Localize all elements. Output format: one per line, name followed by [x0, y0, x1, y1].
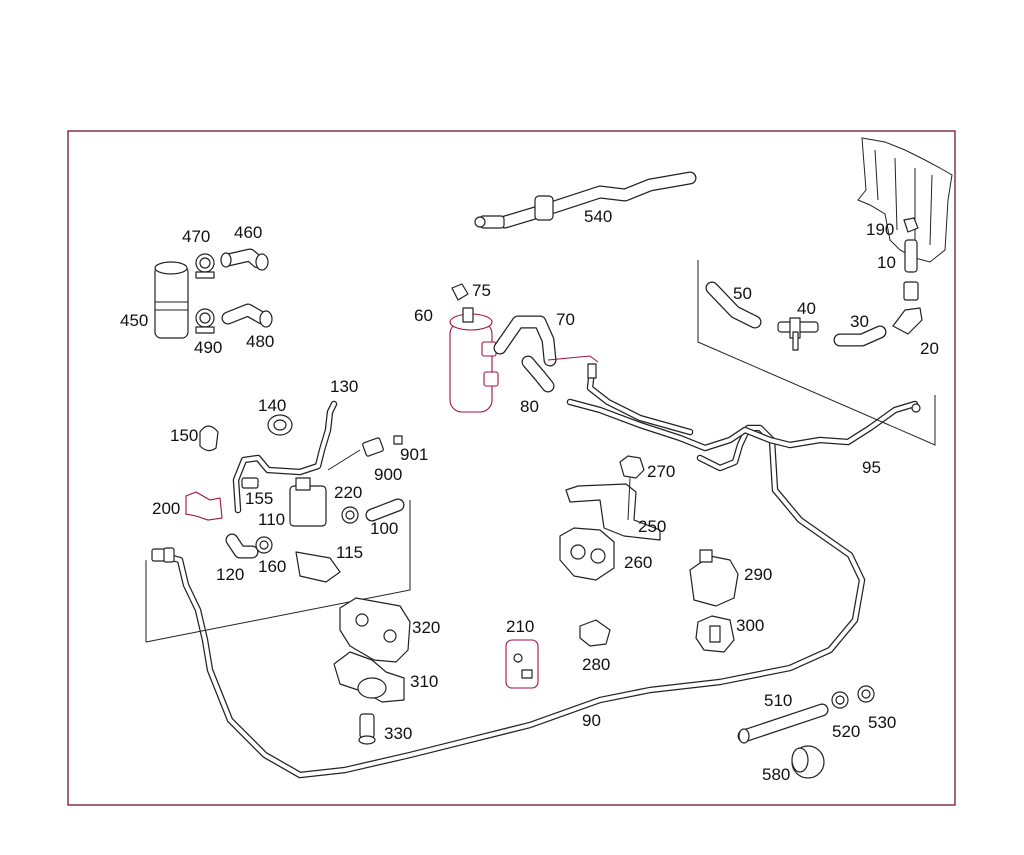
part-label-530: 530: [868, 713, 896, 732]
connector-210: [505, 639, 539, 689]
nut-270: [619, 455, 645, 521]
part-label-50: 50: [733, 284, 752, 303]
part-label-330: 330: [384, 724, 412, 743]
part-label-510: 510: [764, 691, 792, 710]
part-label-100: 100: [370, 519, 398, 538]
bolt-330: [358, 713, 376, 745]
part-label-140: 140: [258, 396, 286, 415]
part-label-490: 490: [194, 338, 222, 357]
part-label-40: 40: [797, 299, 816, 318]
part-label-110: 110: [258, 510, 285, 529]
part-label-260: 260: [624, 553, 652, 572]
part-label-120: 120: [216, 565, 244, 584]
part-label-95: 95: [862, 458, 881, 477]
diagram-frame: [67, 130, 956, 806]
part-label-450: 450: [120, 311, 148, 330]
part-label-20: 20: [920, 339, 939, 358]
part-label-290: 290: [744, 565, 772, 584]
inset-10-50: [697, 217, 936, 446]
part-label-540: 540: [584, 207, 612, 226]
part-labels: 10 20 30 40 50 60 70 75 80 90 95 100 110 115 120 130 140…: [120, 207, 939, 784]
hose-540: [474, 171, 697, 229]
pipe-90: [151, 424, 866, 779]
part-label-150: 150: [170, 426, 198, 445]
part-label-310: 310: [410, 672, 438, 691]
clamp-520: [831, 691, 849, 709]
part-label-210: 210: [506, 617, 534, 636]
clip-280: [579, 619, 611, 647]
pipe-95: [566, 363, 921, 452]
part-label-460: 460: [234, 223, 262, 242]
part-label-160: 160: [258, 557, 286, 576]
part-label-300: 300: [736, 616, 764, 635]
part-label-580: 580: [762, 765, 790, 784]
inset-100-901: [145, 400, 411, 643]
engine-block-outline: [857, 137, 953, 263]
hose-70: [493, 315, 557, 367]
part-label-70: 70: [556, 310, 575, 329]
part-label-75: 75: [472, 281, 491, 300]
clamp-530: [857, 685, 875, 703]
elbow-460: [220, 248, 269, 271]
part-label-901: 901: [400, 445, 428, 464]
part-label-200: 200: [152, 499, 180, 518]
accumulator-60: [449, 307, 499, 413]
grommet-580: [791, 745, 825, 779]
mount-290: [689, 549, 739, 607]
receiver-drier-450: [154, 261, 189, 339]
part-label-190: 190: [866, 220, 894, 239]
part-label-155: 155: [245, 489, 273, 508]
part-label-280: 280: [582, 655, 610, 674]
bracket-250: [565, 483, 661, 541]
mount-300: [695, 615, 735, 653]
part-label-220: 220: [334, 483, 362, 502]
part-label-250: 250: [638, 517, 666, 536]
elbow-480: [221, 303, 273, 328]
part-label-10: 10: [877, 253, 896, 272]
part-label-80: 80: [520, 397, 539, 416]
part-label-470: 470: [182, 227, 210, 246]
part-label-520: 520: [832, 722, 860, 741]
fitting-75: [451, 283, 469, 301]
bracket-310: [333, 651, 405, 703]
clamp-470: [195, 253, 215, 279]
clip-320: [339, 597, 411, 663]
leader-70-80: [547, 355, 599, 363]
part-label-320: 320: [412, 618, 440, 637]
clamp-490: [195, 308, 215, 334]
hose-510: [737, 703, 829, 744]
part-label-115: 115: [336, 543, 363, 562]
part-label-270: 270: [647, 462, 675, 481]
part-label-130: 130: [330, 377, 358, 396]
part-label-90: 90: [582, 711, 601, 730]
part-label-480: 480: [246, 332, 274, 351]
part-label-30: 30: [850, 312, 869, 331]
hose-80: [521, 355, 555, 393]
part-label-60: 60: [414, 306, 433, 325]
part-label-900: 900: [374, 465, 402, 484]
clip-260: [559, 527, 615, 581]
